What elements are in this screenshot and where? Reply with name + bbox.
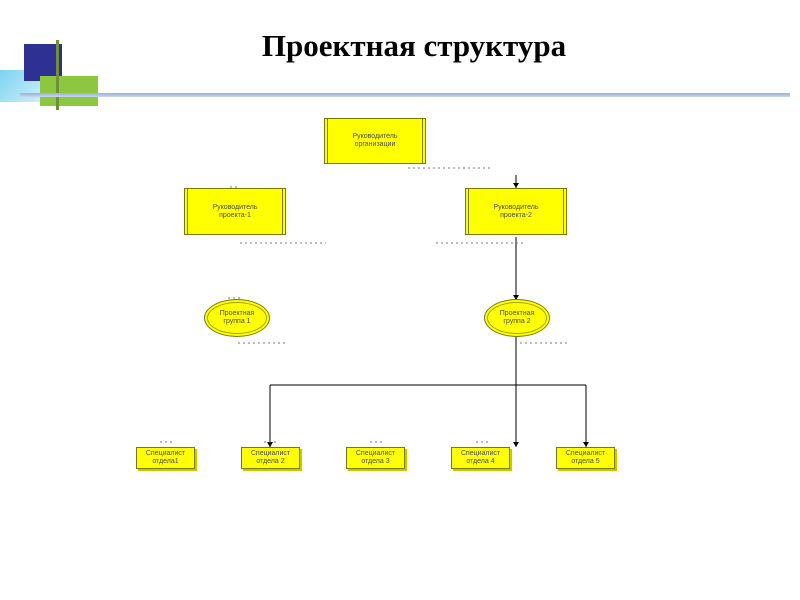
node-specialist-5-line1: Специалист	[565, 450, 606, 457]
node-project-group-2-line2: группа 2	[503, 318, 531, 325]
node-specialist-3-line2: отдела 3	[361, 458, 390, 465]
slide-title: Проектная структура	[261, 28, 567, 63]
node-specialist-2-line2: отдела 2	[256, 458, 285, 465]
node-project-group-1-line1: Проектная	[219, 310, 255, 317]
node-specialist-3-line1: Специалист	[355, 450, 396, 457]
node-project-lead-2-line2: проекта-2	[500, 211, 532, 219]
title-underline	[20, 93, 790, 97]
node-project-lead-2-line1: Руководитель	[493, 203, 539, 211]
node-project-group-1-line2: группа 1	[223, 318, 251, 325]
node-project-lead-1-line2: проекта-1	[219, 211, 251, 219]
node-specialist-4-line2: отдела 4	[466, 458, 495, 465]
decor-vertical-line	[56, 40, 59, 110]
node-project-group-2-line1: Проектная	[499, 310, 535, 317]
node-specialist-2-line1: Специалист	[250, 450, 291, 457]
node-org-head-line2: организации	[354, 141, 396, 148]
decor-navy-square	[24, 44, 62, 81]
node-org-head-line1: Руководитель	[352, 133, 398, 140]
node-specialist-4-line1: Специалист	[460, 450, 501, 457]
node-project-lead-1-line1: Руководитель	[212, 203, 258, 211]
decor-green-square	[40, 76, 98, 106]
node-specialist-1-line1: Специалист	[145, 450, 186, 457]
node-specialist-5-line2: отдела 5	[571, 458, 600, 465]
node-specialist-1-line2: отдела1	[152, 458, 179, 465]
